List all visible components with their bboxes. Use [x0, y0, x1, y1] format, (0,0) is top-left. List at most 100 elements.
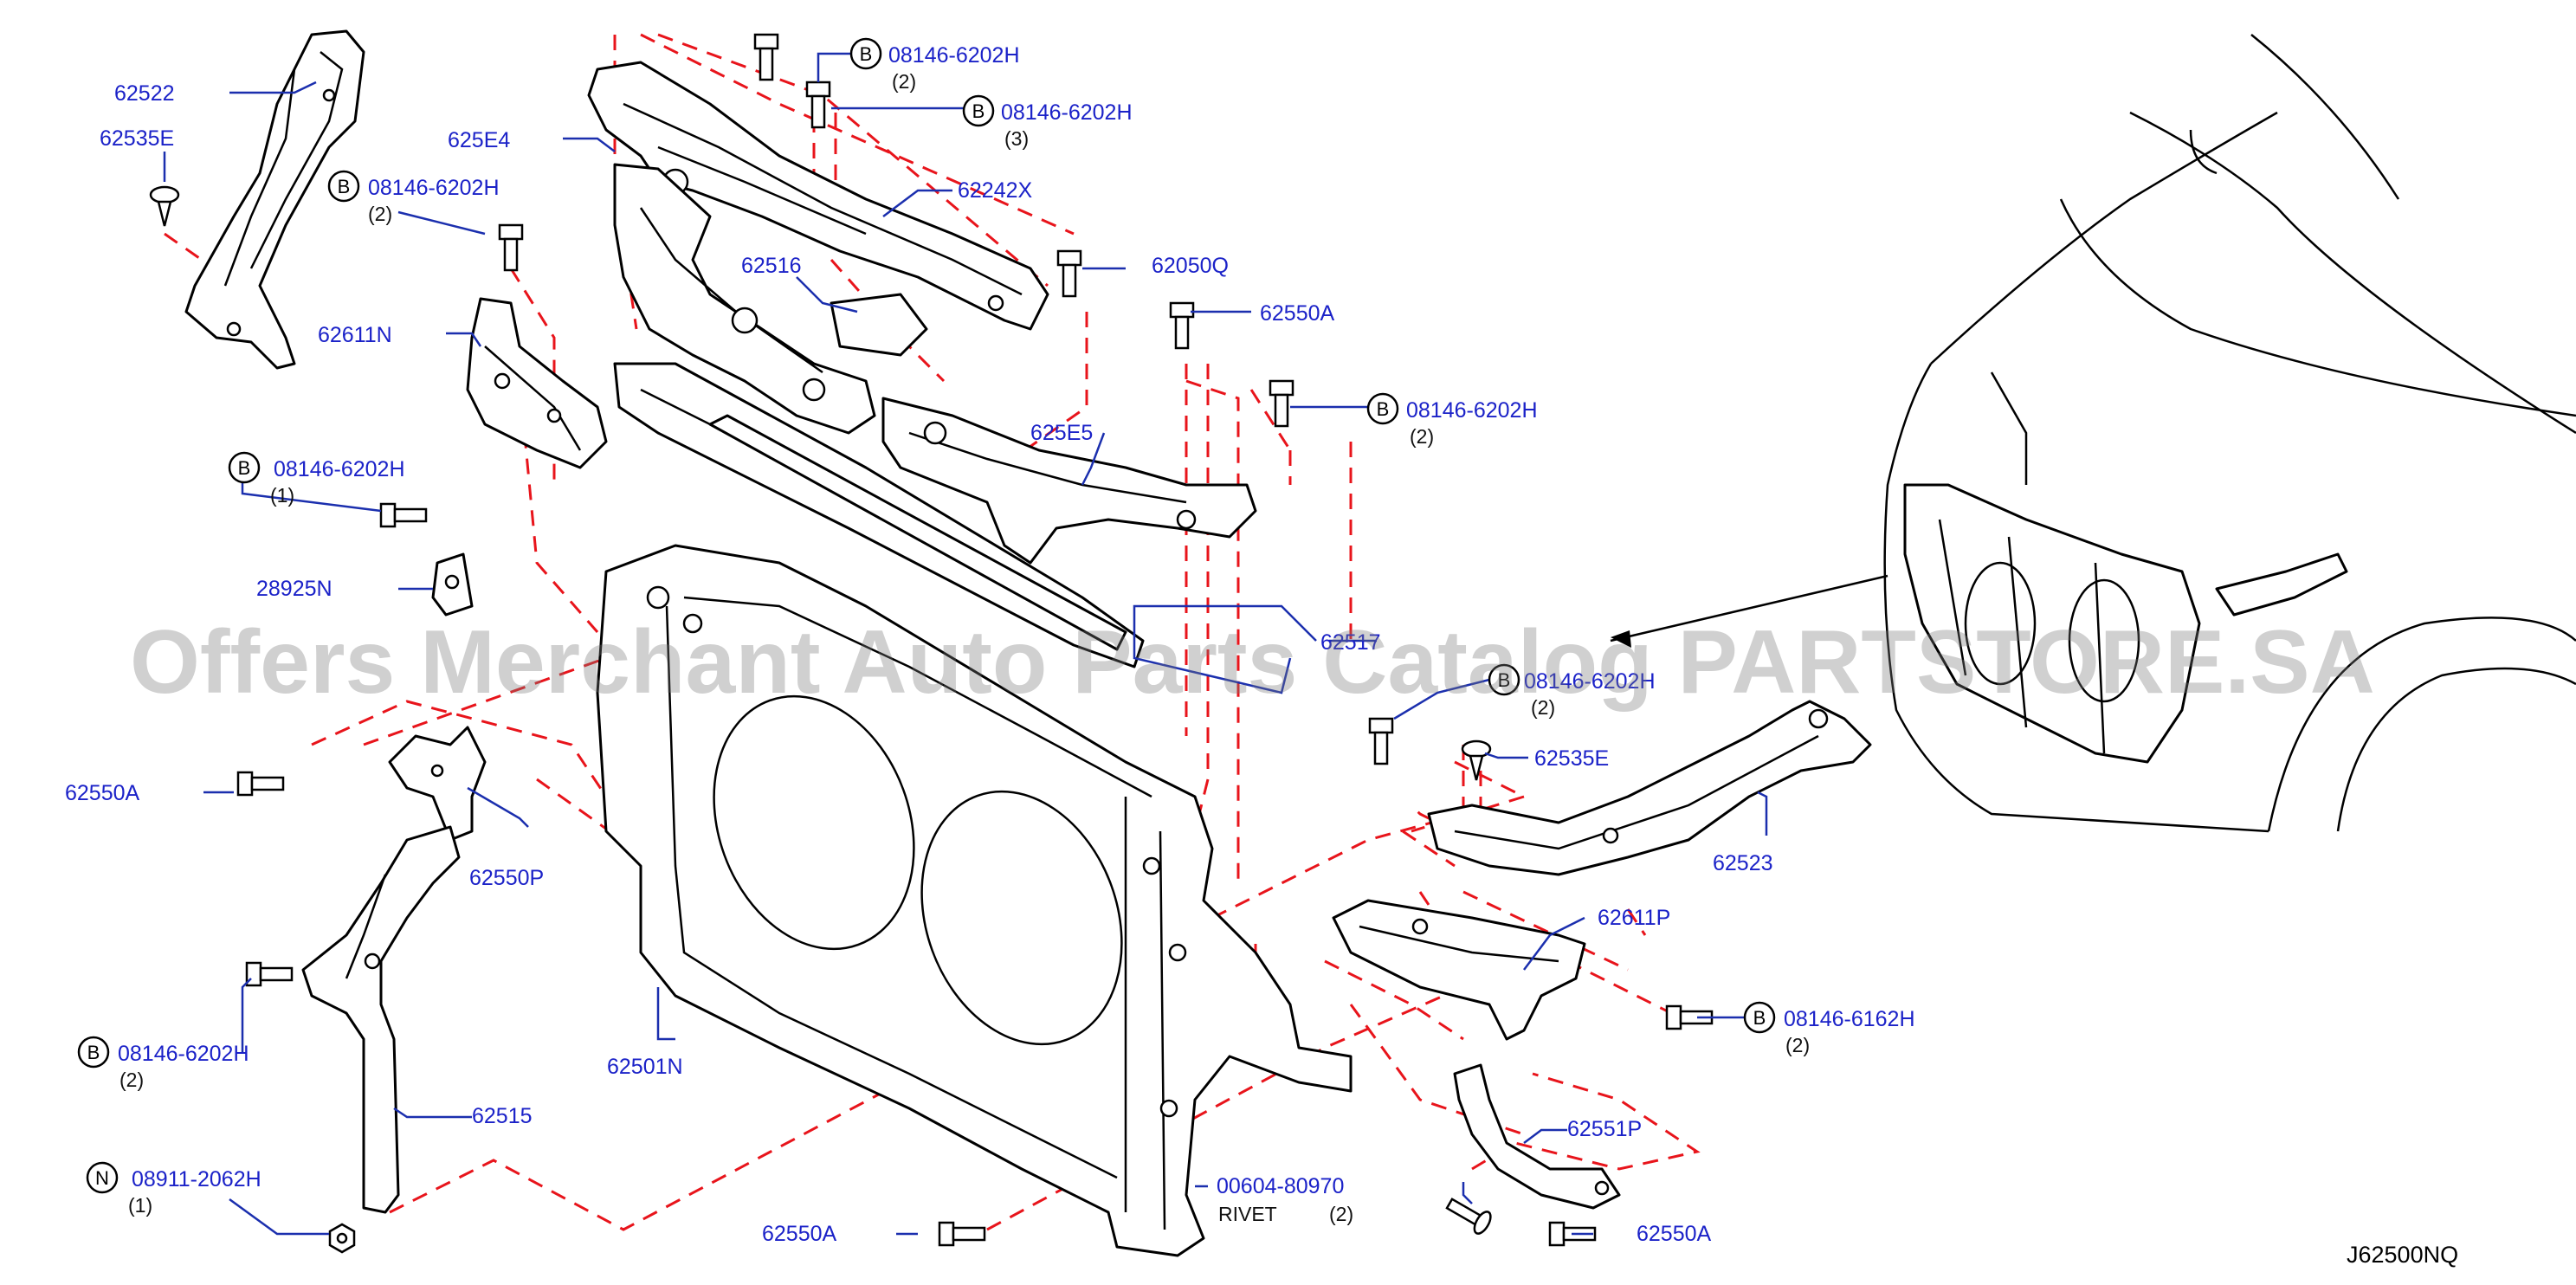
callout-62550a-bottom-right: 62550A — [1637, 1222, 1712, 1246]
svg-text:(2): (2) — [892, 70, 916, 93]
svg-text:B: B — [860, 43, 873, 65]
b-marker-icon — [849, 37, 882, 70]
svg-text:08911-2062H: 08911-2062H — [132, 1167, 261, 1191]
svg-text:B: B — [87, 1042, 100, 1063]
svg-text:(1): (1) — [128, 1194, 152, 1217]
callout-62517: 62517 — [1320, 630, 1381, 655]
part-upper-support-62242x — [587, 61, 1049, 331]
callout-62501n: 62501N — [607, 1055, 683, 1079]
part-62551p-bracket — [1453, 1063, 1621, 1210]
callout-62550a-bottom: 62550A — [762, 1222, 837, 1246]
nut-callout-n1: N 08911-2062H (1) — [86, 1161, 261, 1217]
callout-62611n: 62611N — [318, 323, 392, 347]
nut-icon — [328, 1223, 356, 1254]
bolt-icon — [938, 1221, 986, 1247]
bolt-icon — [1548, 1221, 1597, 1247]
callout-62535e: 62535E — [100, 126, 174, 151]
svg-text:08146-6202H: 08146-6202H — [118, 1042, 249, 1066]
svg-text:(2): (2) — [368, 203, 392, 225]
b-marker-icon — [327, 170, 360, 203]
diagram-code: J62500NQ — [2347, 1242, 2458, 1268]
part-28925n-bracket — [431, 552, 474, 617]
bolt-icon — [245, 961, 294, 987]
part-62523-bracket — [1427, 700, 1872, 876]
rivet-label: RIVET — [1218, 1203, 1277, 1225]
bolt-icon — [236, 771, 285, 797]
svg-text:(2): (2) — [1410, 425, 1434, 448]
svg-text:(2): (2) — [1785, 1034, 1810, 1056]
callout-62550a-top: 62550A — [1260, 301, 1335, 326]
callout-625e5: 625E5 — [1030, 421, 1093, 445]
bolt-icon — [753, 33, 779, 81]
part-callouts: 62522 62535E 625E4 62242X 62516 62050Q 6… — [65, 81, 1773, 1246]
bolt-icon — [1269, 379, 1294, 428]
part-62611p-bracket — [1332, 899, 1586, 1041]
svg-text:(1): (1) — [270, 484, 294, 507]
svg-text:08146-6202H: 08146-6202H — [274, 457, 405, 481]
b-marker-icon — [1743, 1001, 1776, 1034]
bolt-callout-b3: B 08146-6202H (2) — [327, 170, 500, 225]
leader-lines — [163, 52, 1768, 1236]
svg-text:08146-6202H: 08146-6202H — [1524, 669, 1656, 694]
svg-text:08146-6162H: 08146-6162H — [1784, 1007, 1915, 1031]
callout-62523: 62523 — [1713, 851, 1773, 875]
part-62550p-bracket — [388, 726, 487, 842]
callout-62516: 62516 — [741, 254, 802, 278]
callout-62550a-left: 62550A — [65, 781, 140, 805]
svg-text:B: B — [1753, 1007, 1766, 1029]
bolt-icon — [805, 81, 831, 129]
callout-00604-80970: 00604-80970 — [1217, 1174, 1344, 1198]
svg-text:(2): (2) — [119, 1069, 144, 1091]
svg-text:B: B — [1498, 669, 1511, 691]
part-62515-bracket — [301, 825, 461, 1214]
vehicle-location-inset — [1610, 34, 2576, 833]
callout-62551p: 62551P — [1567, 1117, 1642, 1141]
bolt-callout-b6: B 08146-6202H (2) — [1488, 663, 1656, 719]
bolt-callout-b8: B 08146-6162H (2) — [1743, 1001, 1915, 1056]
bolt-callout-b5: B 08146-6202H (1) — [228, 451, 405, 507]
bolt-icon — [1368, 717, 1394, 765]
callout-62535e-right: 62535E — [1534, 746, 1609, 771]
callout-62515: 62515 — [472, 1104, 533, 1128]
svg-text:B: B — [238, 457, 251, 479]
bolt-callout-b2: B 08146-6202H (3) — [962, 94, 1133, 150]
bolt-icon — [1665, 1004, 1714, 1030]
part-62517-seal-beam — [613, 362, 1145, 668]
svg-text:08146-6202H: 08146-6202H — [368, 176, 500, 200]
svg-text:B: B — [972, 100, 985, 122]
part-62516-plate — [830, 293, 928, 357]
part-62501n-core-support — [596, 544, 1353, 1257]
callout-62050q: 62050Q — [1152, 254, 1229, 278]
svg-text:B: B — [338, 176, 351, 197]
bolt-callout-b7: B 08146-6202H (2) — [77, 1036, 249, 1091]
part-62522-bracket — [184, 29, 365, 370]
callout-62611p: 62611P — [1598, 906, 1670, 930]
svg-text:B: B — [1377, 398, 1390, 420]
part-62611n-bracket — [466, 297, 608, 469]
callout-62242x: 62242X — [958, 178, 1033, 203]
b-marker-icon — [962, 94, 995, 127]
clip-icon — [1461, 739, 1492, 781]
bolt-icon — [379, 502, 428, 528]
svg-text:N: N — [95, 1167, 109, 1189]
svg-text:08146-6202H: 08146-6202H — [1406, 398, 1538, 423]
bolt-icon — [1056, 249, 1082, 298]
b-marker-icon — [1488, 663, 1520, 696]
bolt-icon — [1169, 301, 1195, 350]
watermark: Offers Merchant Auto Parts Catalog PARTS… — [130, 612, 2375, 713]
rivet-qty: (2) — [1329, 1203, 1353, 1225]
b-marker-icon — [1366, 392, 1399, 425]
fasteners — [149, 33, 1714, 1254]
b-marker-icon — [77, 1036, 110, 1069]
bolt-callout-b4: B 08146-6202H (2) — [1366, 392, 1538, 448]
bolt-icon — [498, 223, 524, 272]
part-625e5-support — [881, 397, 1257, 565]
rivet-icon — [1445, 1198, 1492, 1235]
svg-text:(2): (2) — [1531, 696, 1555, 719]
svg-text:08146-6202H: 08146-6202H — [888, 43, 1020, 68]
bolt-callout-b1: B 08146-6202H (2) — [849, 37, 1020, 93]
svg-text:(3): (3) — [1004, 127, 1029, 150]
callout-625e4: 625E4 — [448, 128, 510, 152]
n-marker-icon — [86, 1161, 119, 1194]
